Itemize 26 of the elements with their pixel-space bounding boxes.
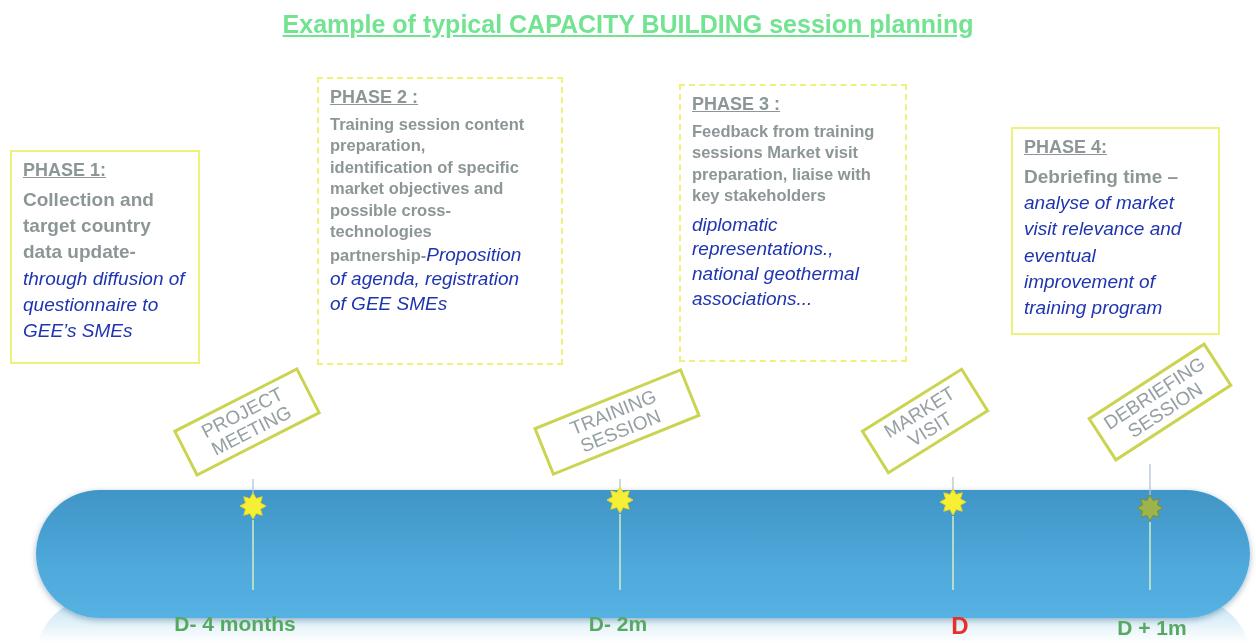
phase-description: Collection and target country data update-through diffusion of questionnaire to GEE’s SMEs — [23, 188, 187, 344]
phase-description: diplomatic representations., national geothermal associations... — [692, 212, 861, 311]
phase-box — [679, 84, 907, 362]
phase-description: Feedback from training sessions Market visit preparation, liaise with key stakeholders — [692, 121, 876, 207]
phase-box — [317, 77, 563, 365]
phase-description: Debriefing time – analyse of market visit relevance and eventual improvement of training program — [1024, 165, 1183, 321]
star-marker — [1136, 494, 1164, 522]
phase-heading: PHASE 3 : — [692, 94, 782, 115]
phase-box — [1011, 127, 1220, 335]
title: Example of typical CAPACITY BUILDING session planning — [281, 10, 975, 39]
leader-line — [252, 478, 254, 494]
phase-description: Training session content preparation, identification of specific market objectives and possible cross-technologies partnership-Proposition of agenda, registration of GEE SMEs — [330, 114, 526, 316]
date-label: D- 4 months — [173, 612, 297, 636]
star-marker — [606, 486, 634, 514]
phase-heading: PHASE 1: — [23, 160, 108, 181]
star-marker — [939, 488, 967, 516]
date-label: D — [950, 612, 970, 640]
date-label: D + 1m — [1116, 616, 1188, 640]
phase-heading: PHASE 2 : — [330, 87, 420, 108]
star-marker — [239, 492, 267, 520]
phase-box — [10, 150, 200, 364]
date-label: D- 2m — [587, 612, 649, 636]
leader-line — [1149, 463, 1151, 496]
leader-line — [952, 476, 954, 490]
phase-heading: PHASE 4: — [1024, 137, 1109, 158]
leader-line — [619, 478, 621, 488]
